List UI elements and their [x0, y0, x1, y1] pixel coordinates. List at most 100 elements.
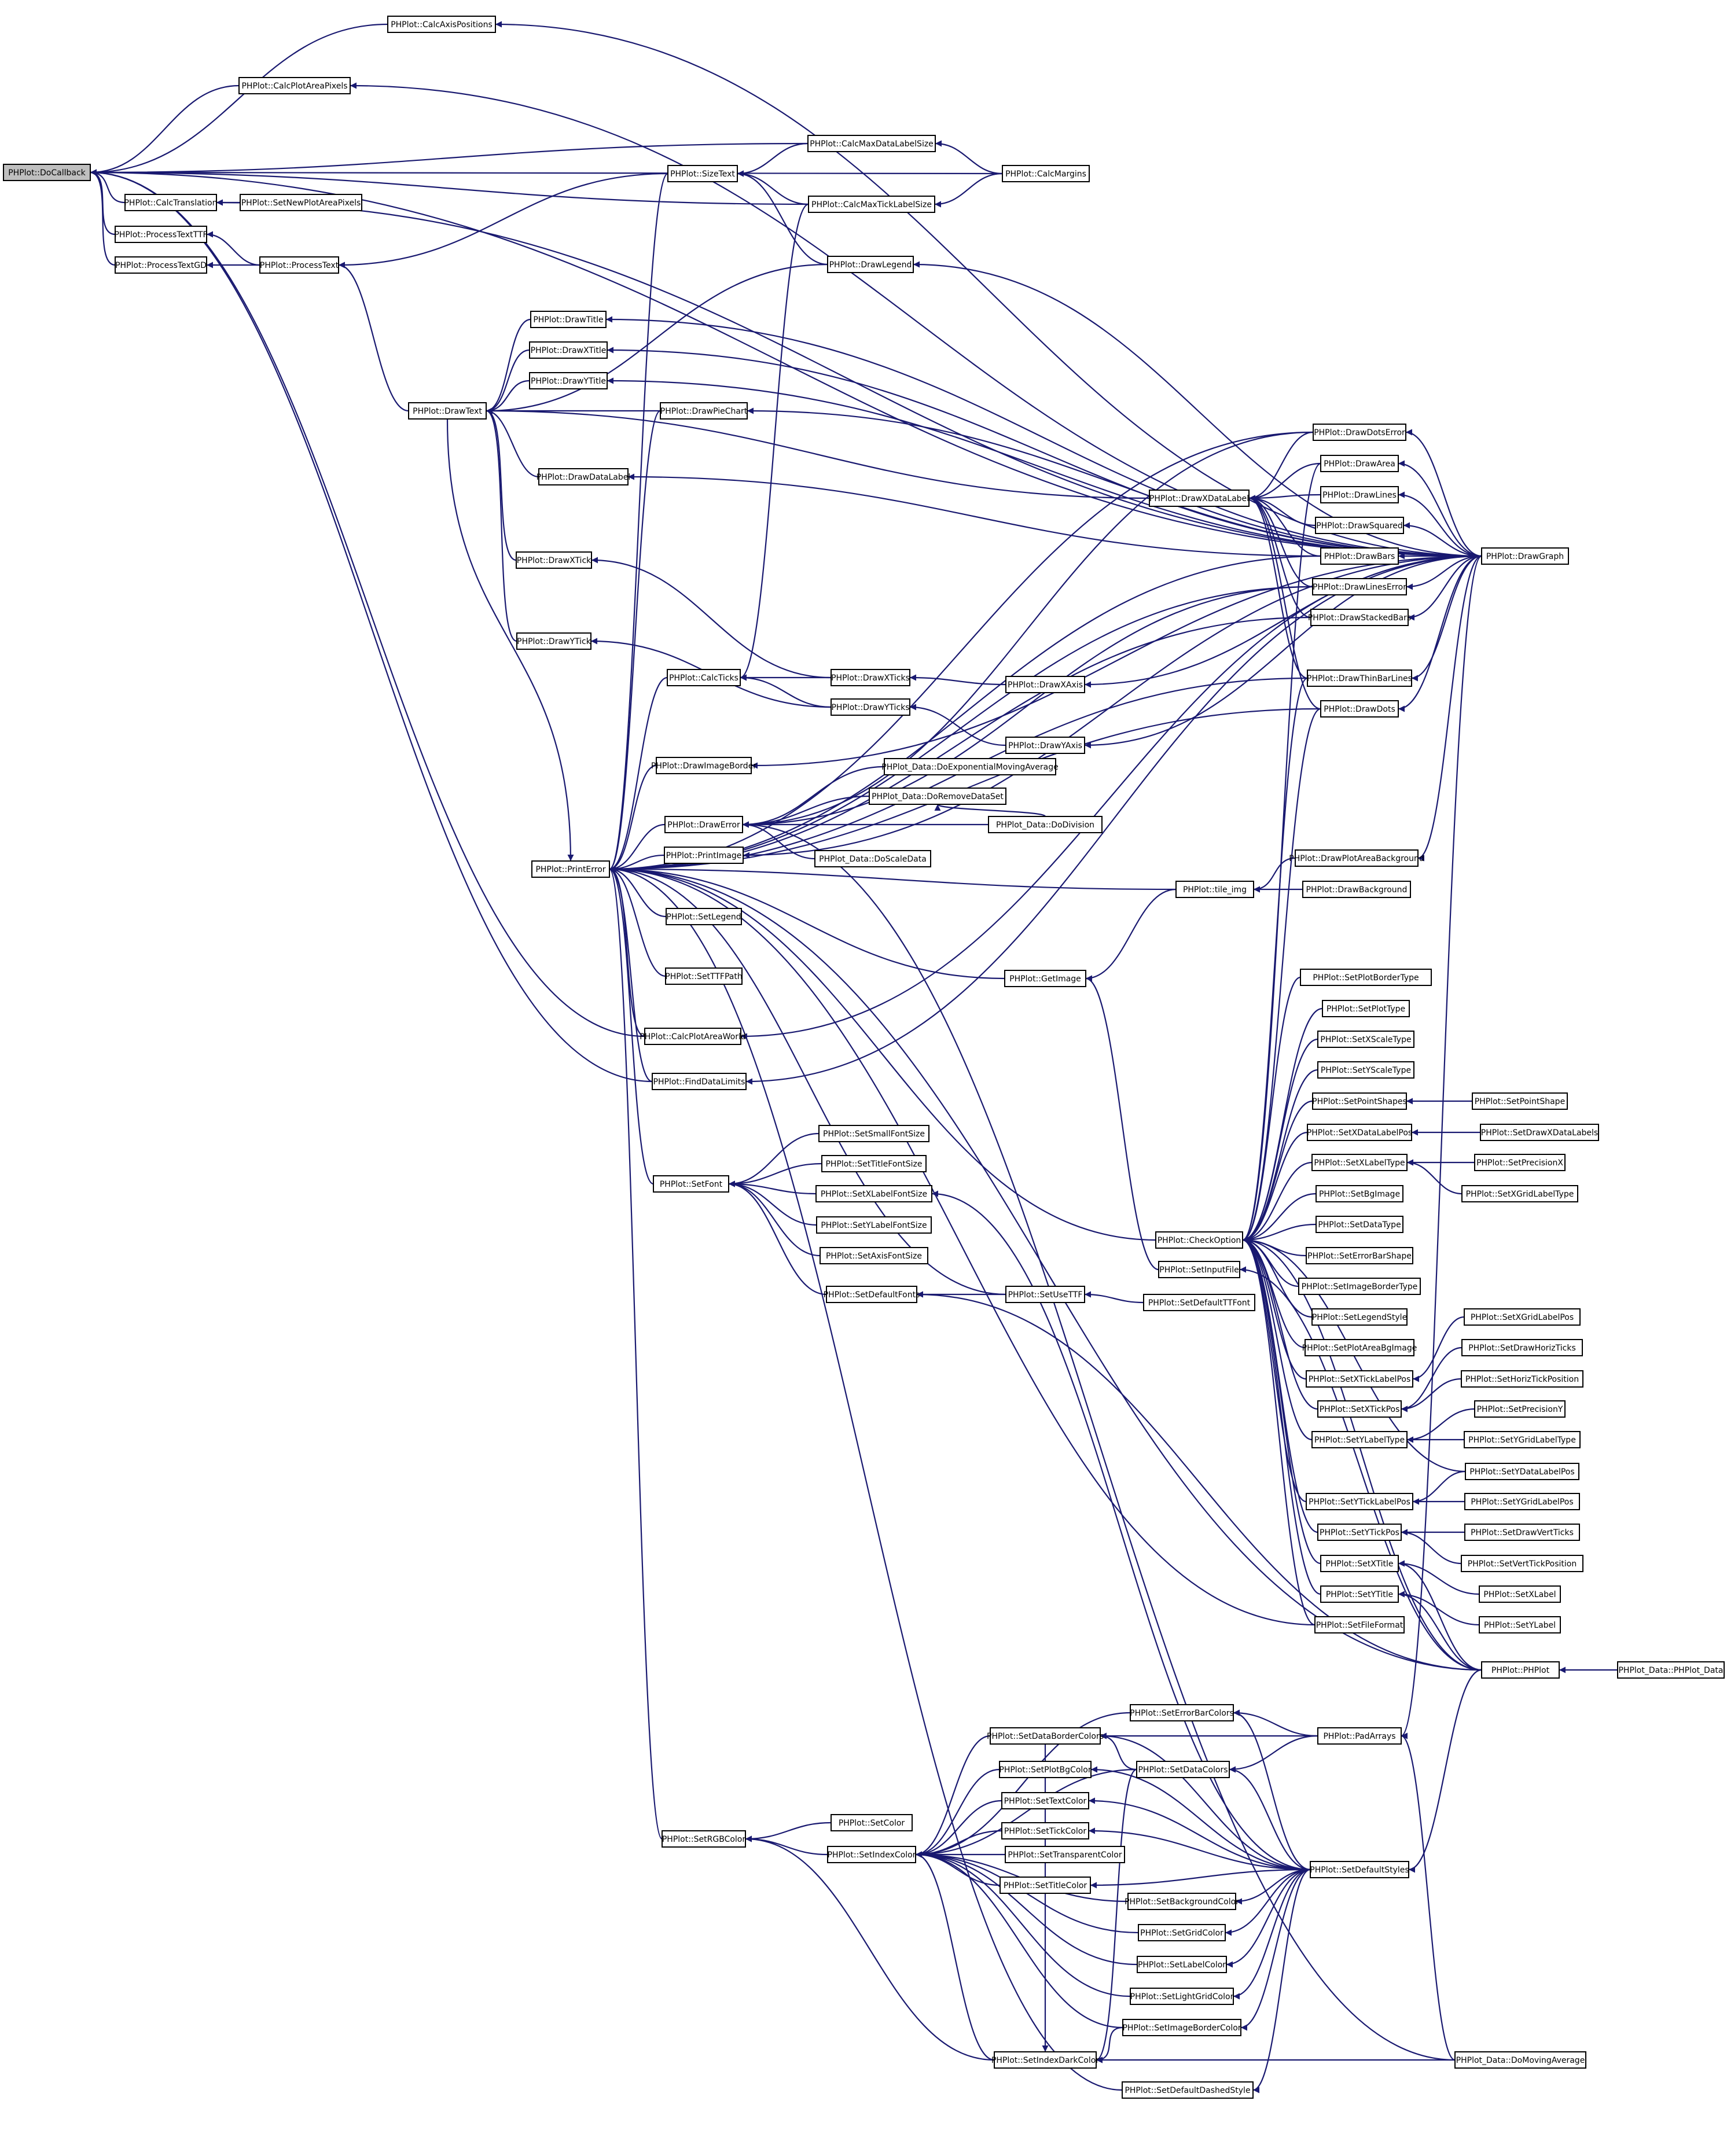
node-phplot-setxlabeltype[interactable]: PHPlot::SetXLabelType: [1311, 1154, 1408, 1171]
node-phplot-setxtickpos[interactable]: PHPlot::SetXTickPos: [1317, 1400, 1402, 1418]
node-phplot-setygridlabelpos[interactable]: PHPlot::SetYGridLabelPos: [1464, 1493, 1580, 1510]
node-phplot-setxscaletype[interactable]: PHPlot::SetXScaleType: [1317, 1031, 1414, 1048]
node-phplot-calcmargins[interactable]: PHPlot::CalcMargins: [1002, 165, 1090, 182]
node-phplot-data-dodivision[interactable]: PHPlot_Data::DoDivision: [988, 816, 1103, 833]
node-phplot-drawtext[interactable]: PHPlot::DrawText: [408, 402, 487, 420]
node-phplot-setxgridlabeltype[interactable]: PHPlot::SetXGridLabelType: [1461, 1185, 1578, 1202]
node-phplot-calcplotareaworld[interactable]: PHPlot::CalcPlotAreaWorld: [640, 1028, 746, 1045]
node-phplot-drawsquared[interactable]: PHPlot::DrawSquared: [1315, 517, 1404, 534]
node-phplot-setdefaultfonts[interactable]: PHPlot::SetDefaultFonts: [824, 1286, 920, 1303]
node-phplot-docallback[interactable]: PHPlot::DoCallback: [3, 164, 91, 181]
node-phplot-setlegendstyle[interactable]: PHPlot::SetLegendStyle: [1311, 1308, 1408, 1326]
node-phplot-padarrays[interactable]: PHPlot::PadArrays: [1317, 1727, 1402, 1745]
node-phplot-setxgridlabelpos[interactable]: PHPlot::SetXGridLabelPos: [1464, 1308, 1581, 1326]
node-phplot-seterrorbarcolors[interactable]: PHPlot::SetErrorBarColors: [1130, 1704, 1234, 1721]
node-phplot-setxlabel[interactable]: PHPlot::SetXLabel: [1479, 1585, 1561, 1603]
node-phplot-setdrawvertticks[interactable]: PHPlot::SetDrawVertTicks: [1464, 1524, 1580, 1541]
node-phplot-setylabelfontsize[interactable]: PHPlot::SetYLabelFontSize: [816, 1216, 932, 1234]
node-phplot-drawgraph[interactable]: PHPlot::DrawGraph: [1481, 547, 1569, 565]
node-phplot-sethoriztickposition[interactable]: PHPlot::SetHorizTickPosition: [1461, 1370, 1583, 1388]
node-phplot-calcmaxticklabelsize[interactable]: PHPlot::CalcMaxTickLabelSize: [808, 196, 935, 213]
node-phplot-setpointshape[interactable]: PHPlot::SetPointShape: [1472, 1092, 1568, 1110]
node-phplot-setxtitle[interactable]: PHPlot::SetXTitle: [1320, 1555, 1399, 1572]
node-phplot-setdatatype[interactable]: PHPlot::SetDataType: [1316, 1216, 1403, 1233]
node-phplot-setxdatalabelpos[interactable]: PHPlot::SetXDataLabelPos: [1307, 1124, 1412, 1141]
node-phplot-setydatalabelpos[interactable]: PHPlot::SetYDataLabelPos: [1465, 1463, 1579, 1480]
node-phplot-setlabelcolor[interactable]: PHPlot::SetLabelColor: [1137, 1956, 1227, 1973]
node-phplot-setxlabelfontsize[interactable]: PHPlot::SetXLabelFontSize: [815, 1185, 932, 1202]
node-phplot-settitlefontsize[interactable]: PHPlot::SetTitleFontSize: [821, 1155, 927, 1172]
node-phplot-drawxtitle[interactable]: PHPlot::DrawXTitle: [529, 341, 608, 359]
node-phplot-setlegend[interactable]: PHPlot::SetLegend: [666, 908, 742, 925]
node-phplot-drawerror[interactable]: PHPlot::DrawError: [664, 816, 743, 833]
node-phplot-setplottype[interactable]: PHPlot::SetPlotType: [1322, 1000, 1410, 1017]
node-phplot-settextcolor[interactable]: PHPlot::SetTextColor: [1001, 1792, 1089, 1809]
node-phplot-setplotareabgimage[interactable]: PHPlot::SetPlotAreaBgImage: [1302, 1339, 1417, 1356]
node-phplot-setindexcolor[interactable]: PHPlot::SetIndexColor: [827, 1846, 916, 1863]
node-phplot-checkoption[interactable]: PHPlot::CheckOption: [1155, 1231, 1243, 1249]
node-phplot-drawdots[interactable]: PHPlot::DrawDots: [1320, 700, 1399, 718]
node-phplot-calcplotareapixels[interactable]: PHPlot::CalcPlotAreaPixels: [238, 77, 351, 94]
node-phplot-setsmallfontsize[interactable]: PHPlot::SetSmallFontSize: [818, 1125, 929, 1142]
node-phplot-setrgbcolor[interactable]: PHPlot::SetRGBColor: [662, 1830, 746, 1848]
node-phplot-data-domovingaverage[interactable]: PHPlot_Data::DoMovingAverage: [1454, 2051, 1586, 2069]
node-phplot-drawplotareabackground[interactable]: PHPlot::DrawPlotAreaBackground: [1289, 849, 1424, 867]
node-phplot-drawlineserror[interactable]: PHPlot::DrawLinesError: [1312, 578, 1407, 595]
node-phplot-setdatabordercolors[interactable]: PHPlot::SetDataBorderColors: [987, 1727, 1104, 1745]
node-phplot-setcolor[interactable]: PHPlot::SetColor: [831, 1814, 913, 1831]
node-phplot-setgridcolor[interactable]: PHPlot::SetGridColor: [1138, 1924, 1226, 1941]
node-phplot-setplotbordertype[interactable]: PHPlot::SetPlotBorderType: [1300, 969, 1432, 986]
node-phplot-setimagebordertype[interactable]: PHPlot::SetImageBorderType: [1298, 1278, 1421, 1295]
node-phplot-setdefaultdashedstyle[interactable]: PHPlot::SetDefaultDashedStyle: [1122, 2081, 1254, 2099]
node-phplot-setpointshapes[interactable]: PHPlot::SetPointShapes: [1312, 1092, 1407, 1110]
node-phplot-data-phplot-data[interactable]: PHPlot_Data::PHPlot_Data: [1617, 1661, 1725, 1679]
node-phplot-drawdotserror[interactable]: PHPlot::DrawDotsError: [1313, 424, 1406, 441]
node-phplot-phplot[interactable]: PHPlot::PHPlot: [1481, 1661, 1560, 1679]
node-phplot-setlightgridcolor[interactable]: PHPlot::SetLightGridColor: [1130, 1988, 1234, 2005]
node-phplot-setxticklabelpos[interactable]: PHPlot::SetXTickLabelPos: [1306, 1370, 1413, 1388]
node-phplot-setytickpos[interactable]: PHPlot::SetYTickPos: [1317, 1524, 1402, 1541]
node-phplot-drawpiechart[interactable]: PHPlot::DrawPieChart: [660, 402, 748, 420]
node-phplot-setimagebordercolor[interactable]: PHPlot::SetImageBorderColor: [1122, 2019, 1241, 2036]
node-phplot-setfileformat[interactable]: PHPlot::SetFileFormat: [1314, 1616, 1405, 1633]
node-phplot-setindexdarkcolor[interactable]: PHPlot::SetIndexDarkColor: [991, 2051, 1099, 2069]
node-phplot-setdefaultttfont[interactable]: PHPlot::SetDefaultTTFont: [1143, 1294, 1255, 1311]
node-phplot-setyticklabelpos[interactable]: PHPlot::SetYTickLabelPos: [1306, 1493, 1413, 1510]
node-phplot-drawlines[interactable]: PHPlot::DrawLines: [1320, 486, 1399, 503]
node-phplot-finddatalimits[interactable]: PHPlot::FindDataLimits: [652, 1073, 747, 1090]
node-phplot-data-doscaledata[interactable]: PHPlot_Data::DoScaleData: [814, 850, 931, 867]
node-phplot-calcticks[interactable]: PHPlot::CalcTicks: [667, 669, 741, 686]
node-phplot-setyscaletype[interactable]: PHPlot::SetYScaleType: [1317, 1061, 1414, 1079]
node-phplot-getimage[interactable]: PHPlot::GetImage: [1004, 970, 1086, 987]
node-phplot-drawtitle[interactable]: PHPlot::DrawTitle: [530, 311, 607, 328]
node-phplot-data-doremovedataset[interactable]: PHPlot_Data::DoRemoveDataSet: [869, 788, 1006, 805]
node-phplot-drawyaxis[interactable]: PHPlot::DrawYAxis: [1005, 737, 1085, 754]
node-phplot-drawimageborder[interactable]: PHPlot::DrawImageBorder: [651, 757, 756, 774]
node-phplot-data-doexponentialmovingaverage[interactable]: PHPlot_Data::DoExponentialMovingAverage: [881, 758, 1059, 775]
node-phplot-setprecisiony[interactable]: PHPlot::SetPrecisionY: [1474, 1400, 1566, 1418]
node-phplot-setdefaultstyles[interactable]: PHPlot::SetDefaultStyles: [1310, 1861, 1409, 1878]
node-phplot-setttfpath[interactable]: PHPlot::SetTTFPath: [665, 967, 743, 985]
node-phplot-settickcolor[interactable]: PHPlot::SetTickColor: [1001, 1822, 1089, 1839]
node-phplot-drawxaxis[interactable]: PHPlot::DrawXAxis: [1005, 676, 1085, 693]
node-phplot-setplotbgcolor[interactable]: PHPlot::SetPlotBgColor: [999, 1761, 1092, 1778]
node-phplot-setinputfile[interactable]: PHPlot::SetInputFile: [1158, 1261, 1240, 1278]
node-phplot-calcaxispositions[interactable]: PHPlot::CalcAxisPositions: [387, 16, 496, 33]
node-phplot-setylabel[interactable]: PHPlot::SetYLabel: [1479, 1616, 1561, 1633]
node-phplot-processtext[interactable]: PHPlot::ProcessText: [259, 256, 339, 274]
node-phplot-sizetext[interactable]: PHPlot::SizeText: [667, 165, 738, 182]
node-phplot-settransparentcolor[interactable]: PHPlot::SetTransparentColor: [1005, 1846, 1125, 1863]
node-phplot-setdatacolors[interactable]: PHPlot::SetDataColors: [1136, 1761, 1230, 1778]
node-phplot-settitlecolor[interactable]: PHPlot::SetTitleColor: [1000, 1877, 1091, 1894]
node-phplot-calctranslation[interactable]: PHPlot::CalcTranslation: [124, 194, 218, 211]
node-phplot-setdrawxdatalabels[interactable]: PHPlot::SetDrawXDataLabels: [1480, 1124, 1599, 1141]
node-phplot-setdrawhorizticks[interactable]: PHPlot::SetDrawHorizTicks: [1461, 1339, 1583, 1356]
node-phplot-setbgimage[interactable]: PHPlot::SetBgImage: [1316, 1185, 1403, 1202]
node-phplot-setygridlabeltype[interactable]: PHPlot::SetYGridLabelType: [1464, 1431, 1581, 1448]
node-phplot-setprecisionx[interactable]: PHPlot::SetPrecisionX: [1474, 1154, 1566, 1171]
node-phplot-setusettf[interactable]: PHPlot::SetUseTTF: [1005, 1286, 1085, 1303]
node-phplot-processtextttf[interactable]: PHPlot::ProcessTextTTF: [114, 226, 208, 243]
node-phplot-calcmaxdatalabelsize[interactable]: PHPlot::CalcMaxDataLabelSize: [807, 135, 936, 152]
node-phplot-drawdatalabel[interactable]: PHPlot::DrawDataLabel: [537, 468, 631, 485]
node-phplot-tile-img[interactable]: PHPlot::tile_img: [1175, 881, 1254, 898]
